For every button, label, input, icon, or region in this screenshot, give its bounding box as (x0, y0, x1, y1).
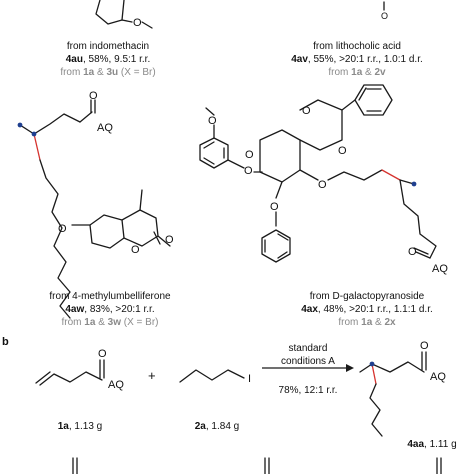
bottom-fragments (72, 457, 442, 474)
atom-oxygen: O (408, 246, 417, 258)
atom-aq: AQ (430, 371, 446, 383)
condition-result: 78%, 12:1 r.r. (278, 385, 338, 396)
conditions-top: standard conditions A (262, 342, 354, 368)
caption-4aw: from 4-methylumbelliferone 4aw, 83%, >20… (10, 290, 210, 329)
source-text: from indomethacin (66, 41, 150, 52)
result-line: 4ax, 48%, >20:1 r.r., 1.1:1 d.r. (301, 304, 433, 315)
atom-oxygen: O (58, 223, 67, 235)
diastereo-ratio: 1.0:1 d.r. (383, 54, 423, 65)
atom-oxygen: O (89, 90, 98, 102)
source-text: from 4-methylumbelliferone (49, 291, 171, 302)
compound-id: 4ax (301, 304, 318, 315)
atom-oxygen: O (381, 11, 388, 21)
reaction-arrow (262, 364, 354, 372)
regio-ratio: >20:1 r.r., (339, 54, 382, 65)
atom-oxygen: O (165, 234, 174, 246)
source-text: from D-galactopyranoside (309, 291, 425, 302)
atom-aq: AQ (432, 263, 448, 275)
caption-4au: from indomethacin 4au, 58%, 9.5:1 r.r. f… (38, 40, 178, 79)
atom-oxygen: O (338, 145, 347, 157)
caption-4av: from lithocholic acid 4av, 55%, >20:1 r.… (262, 40, 452, 79)
marker-dot (17, 122, 23, 128)
label-4aa: 4aa, 1.11 g (390, 438, 474, 451)
atom-oxygen: O (98, 348, 107, 360)
compound-id: 4au (65, 54, 83, 65)
atom-oxygen: O (208, 115, 217, 127)
atom-oxygen: O (245, 149, 254, 161)
compound-id: 4aa (407, 439, 425, 450)
yield: 83% (89, 304, 110, 315)
label-1a: 1a, 1.13 g (40, 420, 120, 433)
structure-4aa: O AQ (359, 340, 446, 437)
marker-dot (411, 181, 417, 187)
atom-iodine: I (248, 373, 251, 385)
structure-4aw: O AQ O O O (19, 90, 174, 319)
yield: 48% (323, 304, 344, 315)
yield: 55% (313, 54, 334, 65)
marker-dot (369, 361, 375, 367)
structure-4au-fragment: O (95, 0, 153, 29)
mass: , 1.11 g (424, 439, 457, 450)
atom-oxygen: O (318, 179, 327, 191)
panel-label-b: b (2, 336, 9, 348)
structure-1a: O AQ (35, 348, 124, 391)
compound-id: 1a (57, 421, 69, 432)
compound-id: 4aw (65, 304, 85, 315)
source-text: from lithocholic acid (313, 41, 401, 52)
result-line: 4av, 55%, >20:1 r.r., 1.0:1 d.r. (291, 54, 423, 65)
structure-2a: I (179, 369, 251, 385)
condition-line-2: conditions A (281, 356, 335, 367)
atom-aq: AQ (108, 379, 124, 391)
structure-4av-fragment: O (381, 1, 388, 21)
origin-line: from 1a & 3w (X = Br) (61, 317, 159, 328)
caption-4ax: from D-galactopyranoside 4ax, 48%, >20:1… (262, 290, 472, 329)
label-2a: 2a, 1.84 g (172, 420, 262, 433)
atom-oxygen: O (131, 244, 140, 256)
atom-oxygen: O (133, 17, 142, 29)
diastereo-ratio: 1.1:1 d.r. (393, 304, 433, 315)
result-line: 4au, 58%, 9.5:1 r.r. (65, 54, 151, 65)
structure-4ax: O O O O O O O AQ O (199, 84, 448, 275)
plus-sign: + (148, 368, 156, 383)
atom-oxygen: O (302, 105, 311, 117)
yield: 58% (88, 54, 109, 65)
regio-ratio: >20:1 r.r., (349, 304, 392, 315)
atom-oxygen: O (270, 201, 279, 213)
atom-oxygen: O (244, 165, 253, 177)
condition-line-1: standard (288, 343, 328, 354)
marker-dot (31, 131, 37, 137)
atom-oxygen: O (420, 340, 429, 352)
origin-line: from 1a & 2v (328, 67, 386, 78)
mass: , 1.13 g (68, 421, 103, 432)
compound-id: 4av (291, 54, 308, 65)
regio-ratio: 9.5:1 r.r. (114, 54, 151, 65)
mass: , 1.84 g (205, 421, 240, 432)
result-line: 4aw, 83%, >20:1 r.r. (65, 304, 155, 315)
regio-ratio: >20:1 r.r. (115, 304, 155, 315)
compound-id: 2a (194, 421, 206, 432)
origin-line: from 1a & 3u (X = Br) (60, 67, 156, 78)
origin-line: from 1a & 2x (338, 317, 396, 328)
atom-aq: AQ (97, 122, 113, 134)
